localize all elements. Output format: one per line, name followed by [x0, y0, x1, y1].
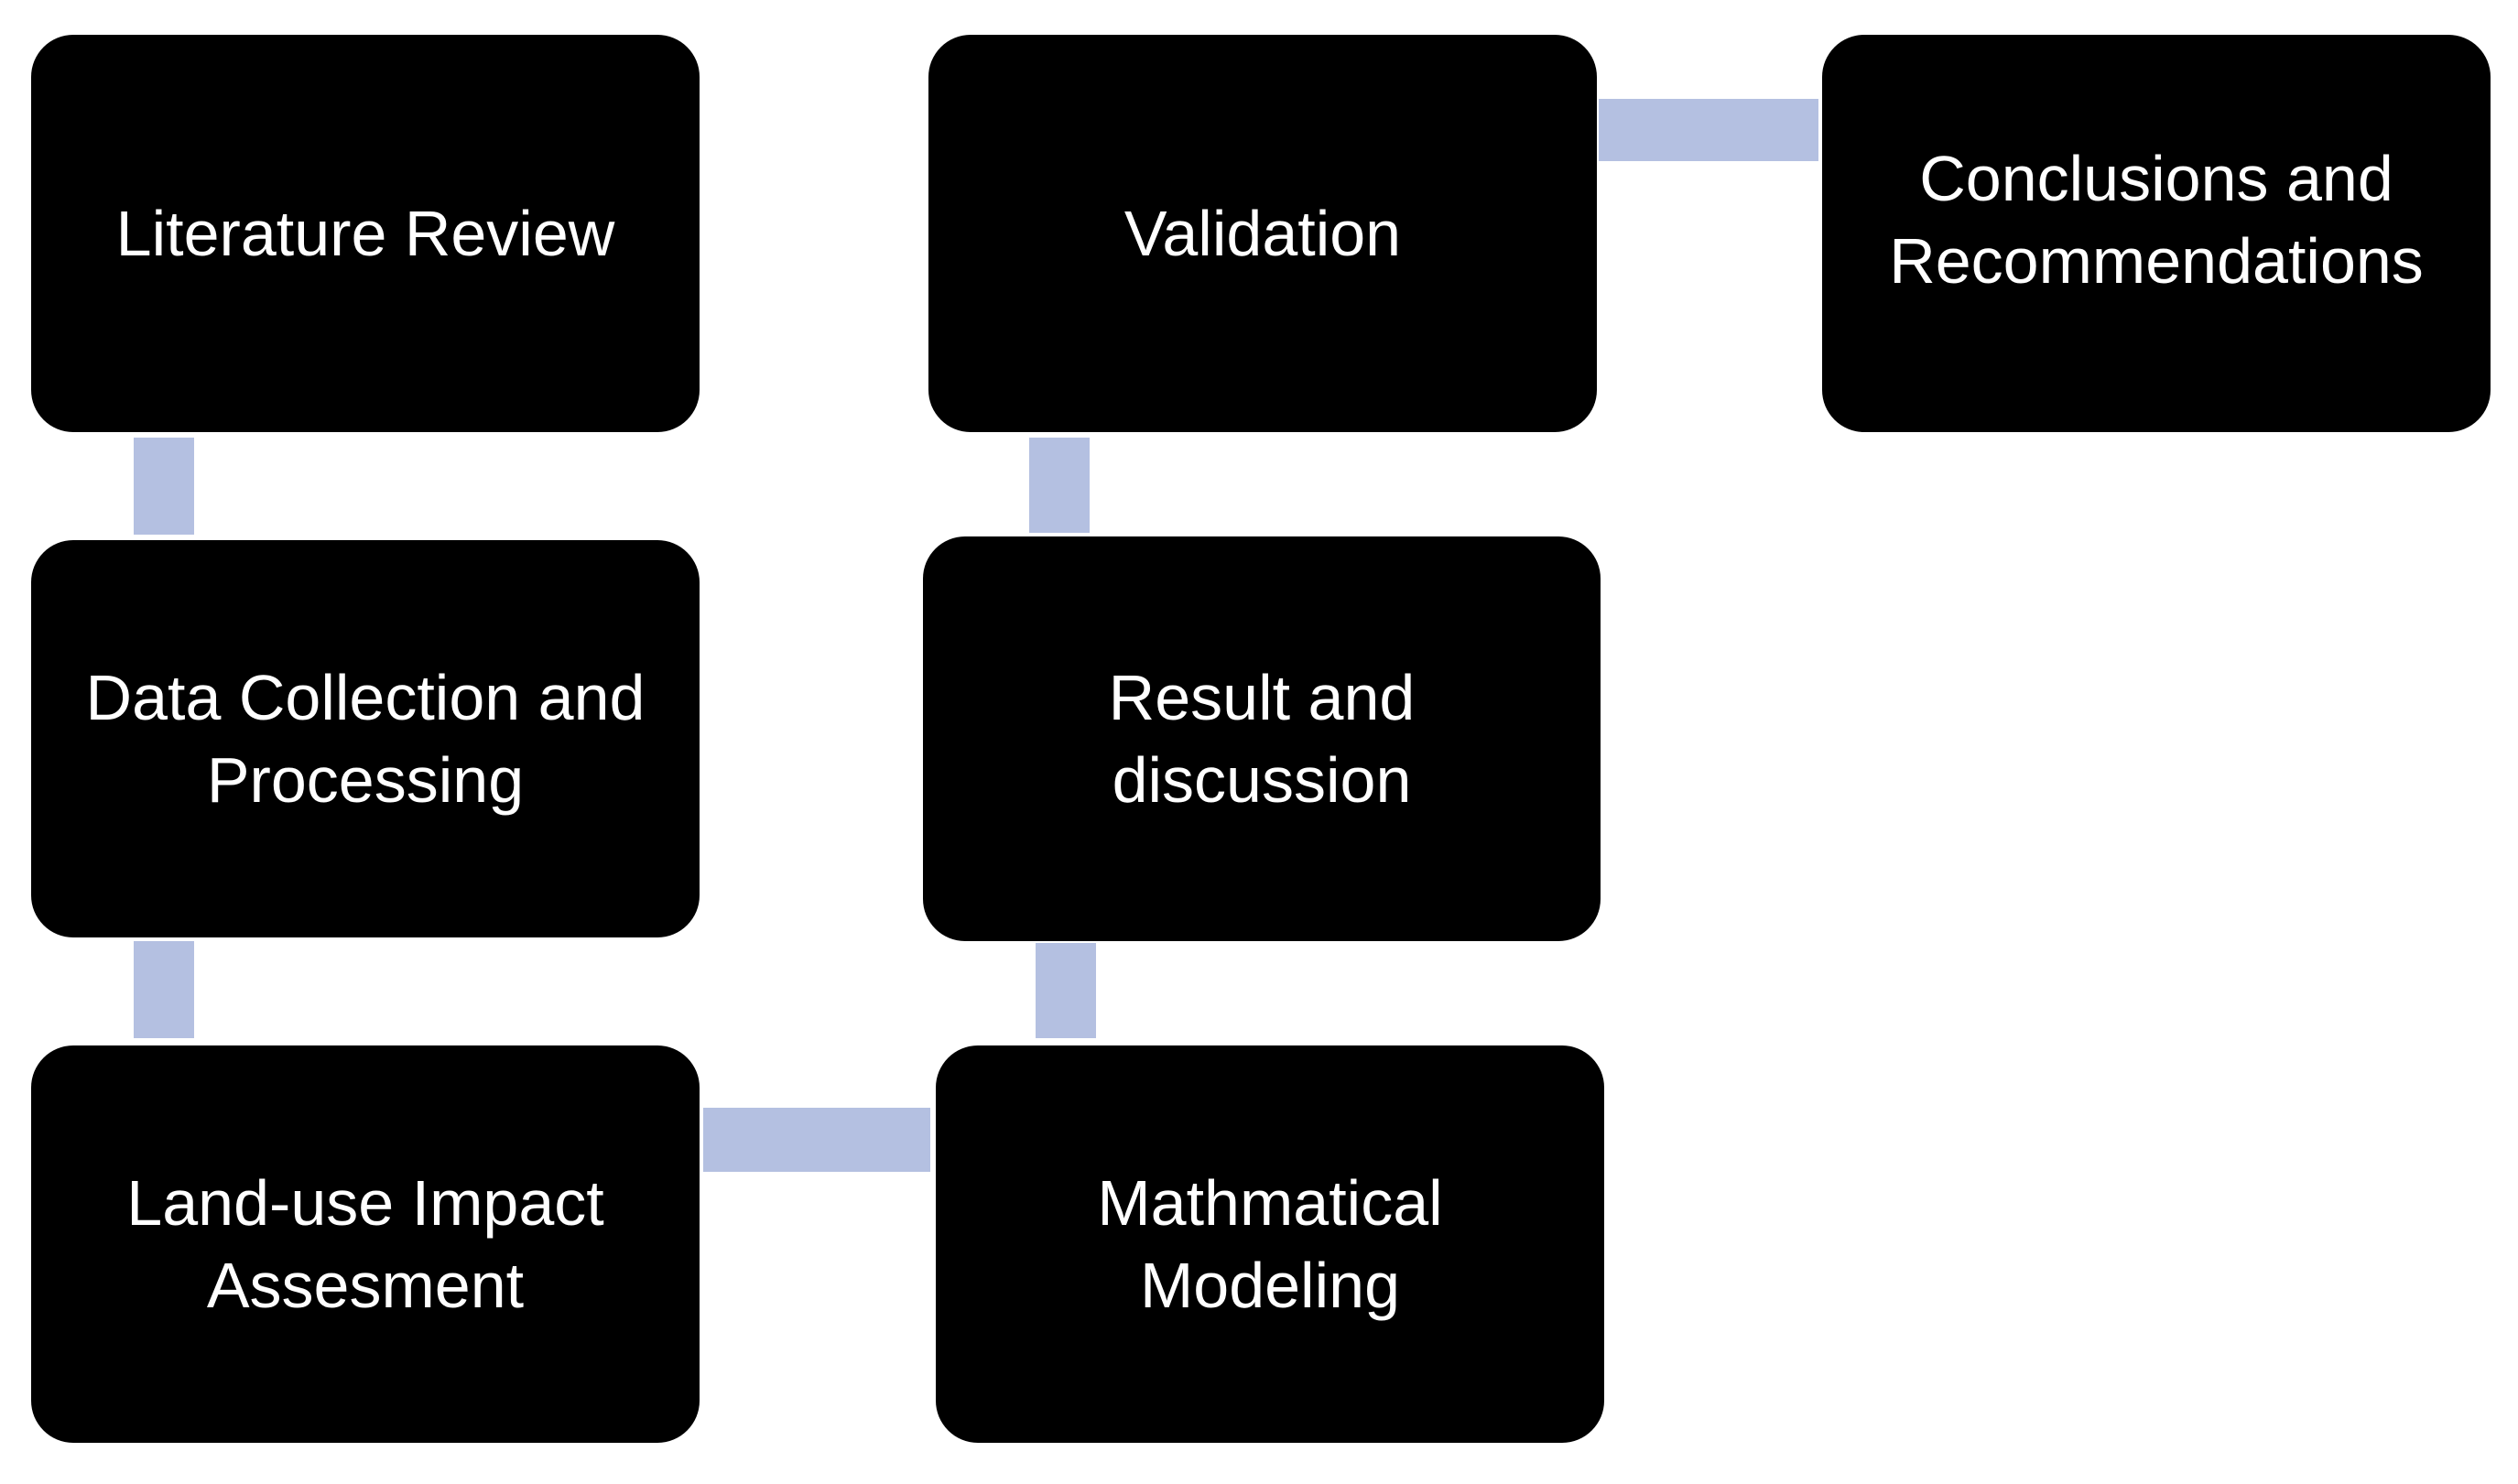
step-conclusions: Conclusions and Recommendations: [1822, 35, 2491, 432]
step-result-discussion: Result and discussion: [923, 536, 1601, 941]
connector-validation-to-conclusions: [1599, 99, 1818, 161]
step-label: Mathmatical Modeling: [1097, 1167, 1443, 1321]
connector-result-to-validation: [1029, 438, 1090, 533]
step-label: Result and discussion: [1108, 662, 1416, 816]
step-literature-review: Literature Review: [31, 35, 700, 432]
step-data-collection: Data Collection and Processing: [31, 540, 700, 937]
step-mathematical-modeling: Mathmatical Modeling: [936, 1045, 1604, 1443]
step-label: Data Collection and Processing: [85, 662, 646, 816]
connector-literature-to-data: [134, 438, 194, 535]
step-label: Literature Review: [115, 198, 615, 269]
step-land-use-impact: Land-use Impact Assesment: [31, 1045, 700, 1443]
step-validation: Validation: [928, 35, 1597, 432]
step-label: Conclusions and Recommendations: [1889, 143, 2424, 297]
connector-landuse-to-modeling: [703, 1108, 930, 1172]
connector-modeling-to-result: [1036, 943, 1096, 1038]
step-label: Validation: [1123, 198, 1402, 269]
connector-data-to-landuse: [134, 941, 194, 1038]
step-label: Land-use Impact Assesment: [126, 1167, 604, 1321]
